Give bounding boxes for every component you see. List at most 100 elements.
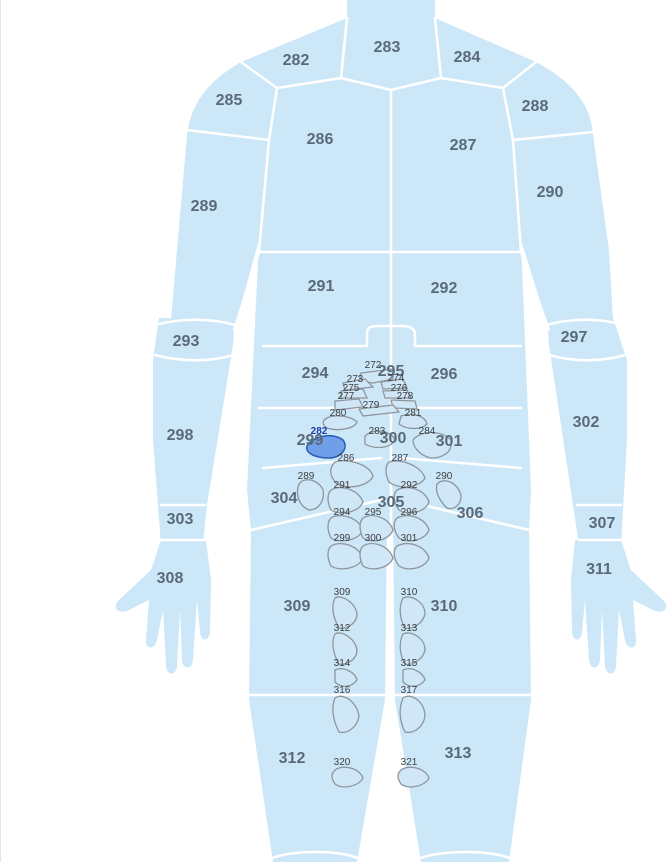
organ-279[interactable] [357, 404, 401, 417]
organ-289-label: 289 [298, 471, 315, 482]
region-302-label[interactable]: 302 [573, 414, 600, 431]
region-labels: 282 283 284 285 286 287 288 289 290 291 … [157, 39, 616, 767]
organ-278-label: 278 [397, 391, 414, 402]
region-292-label[interactable]: 292 [431, 280, 458, 297]
organ-281[interactable] [398, 413, 428, 430]
region-294-label[interactable]: 294 [302, 365, 329, 382]
organ-273-label: 273 [347, 374, 364, 385]
organ-313[interactable] [399, 632, 426, 666]
organ-292-label: 292 [401, 480, 418, 491]
organ-312-label: 312 [334, 623, 351, 634]
organ-310-label: 310 [401, 587, 418, 598]
organ-279-label: 279 [363, 400, 380, 411]
organ-275-label: 275 [343, 383, 360, 394]
region-293-label[interactable]: 293 [173, 333, 200, 350]
organ-300-label: 300 [365, 533, 382, 544]
organ-300[interactable] [359, 543, 394, 570]
organ-277[interactable] [334, 398, 365, 411]
organ-299-label: 299 [334, 533, 351, 544]
organ-296[interactable] [393, 515, 430, 542]
organ-301[interactable] [393, 543, 430, 570]
region-296-label[interactable]: 296 [431, 366, 458, 383]
organ-295-label: 295 [365, 507, 382, 518]
region-308-label[interactable]: 308 [157, 570, 184, 587]
organ-overlay [296, 368, 462, 788]
organ-310[interactable] [399, 596, 426, 630]
organ-275[interactable] [340, 388, 369, 399]
organ-287[interactable] [385, 460, 426, 488]
region-309-label[interactable]: 309 [284, 598, 311, 615]
organ-317[interactable] [399, 695, 426, 734]
region-305-label[interactable]: 305 [378, 494, 405, 511]
region-295-label[interactable]: 295 [378, 363, 405, 380]
organ-273[interactable] [342, 378, 375, 391]
region-306-label[interactable]: 306 [457, 505, 484, 522]
region-286-label[interactable]: 286 [307, 131, 334, 148]
organ-291[interactable] [327, 487, 364, 514]
organ-283[interactable] [364, 430, 396, 449]
organ-313-label: 313 [401, 623, 418, 634]
region-290-label[interactable]: 290 [537, 184, 564, 201]
organ-277-label: 277 [338, 391, 355, 402]
region-297-label[interactable]: 297 [561, 329, 588, 346]
organ-291-label: 291 [334, 480, 351, 491]
region-301-label[interactable]: 301 [436, 433, 463, 450]
organ-301-label: 301 [401, 533, 418, 544]
region-299-label[interactable]: 299 [297, 432, 324, 449]
organ-292[interactable] [393, 487, 430, 514]
organ-276[interactable] [382, 389, 413, 399]
organ-labels: 272 273 274 275 276 277 278 279 280 281 … [298, 360, 453, 768]
region-289-label[interactable]: 289 [191, 198, 218, 215]
region-311-label[interactable]: 311 [586, 561, 612, 578]
organ-295[interactable] [359, 515, 394, 542]
region-287-label[interactable]: 287 [450, 137, 477, 154]
organ-286[interactable] [330, 460, 374, 488]
organ-309[interactable] [332, 596, 358, 630]
region-283-label[interactable]: 283 [374, 39, 401, 56]
organ-290[interactable] [435, 480, 462, 510]
segment-lines [153, 16, 627, 860]
region-304-label[interactable]: 304 [271, 490, 298, 507]
region-285-label[interactable]: 285 [216, 92, 243, 109]
organ-283-label: 283 [369, 426, 386, 437]
organ-289[interactable] [296, 479, 325, 511]
organ-274[interactable] [380, 378, 408, 390]
region-313-label[interactable]: 313 [445, 745, 472, 762]
organ-316[interactable] [332, 695, 360, 734]
organ-309-label: 309 [334, 587, 351, 598]
organ-315[interactable] [402, 668, 426, 687]
organ-294-label: 294 [334, 507, 351, 518]
organ-280-label: 280 [330, 408, 347, 419]
organ-286-label: 286 [338, 453, 355, 464]
organ-312[interactable] [332, 632, 358, 666]
region-284-label[interactable]: 284 [454, 49, 481, 66]
organ-321-label: 321 [401, 757, 418, 768]
organ-272-label: 272 [365, 360, 382, 371]
organ-282-label: 282 [311, 426, 328, 437]
organ-282[interactable] [306, 434, 346, 459]
organ-316-label: 316 [334, 685, 351, 696]
region-282-label[interactable]: 282 [283, 52, 310, 69]
organ-321[interactable] [397, 766, 430, 788]
region-310-label[interactable]: 310 [431, 598, 458, 615]
region-307-label[interactable]: 307 [589, 515, 616, 532]
region-312-label[interactable]: 312 [279, 750, 306, 767]
organ-290-label: 290 [436, 471, 453, 482]
region-288-label[interactable]: 288 [522, 98, 549, 115]
organ-296-label: 296 [401, 507, 418, 518]
region-298-label[interactable]: 298 [167, 427, 194, 444]
organ-284[interactable] [412, 431, 452, 459]
region-291-label[interactable]: 291 [308, 278, 335, 295]
organ-274-label: 274 [388, 373, 405, 384]
region-300-label[interactable]: 300 [380, 430, 407, 447]
organ-320[interactable] [331, 766, 364, 788]
organ-299[interactable] [327, 543, 364, 570]
organ-287-label: 287 [392, 453, 409, 464]
region-303-label[interactable]: 303 [167, 511, 194, 528]
organ-314[interactable] [334, 668, 358, 687]
organ-294[interactable] [327, 515, 364, 542]
organ-317-label: 317 [401, 685, 418, 696]
organ-280[interactable] [322, 415, 358, 431]
